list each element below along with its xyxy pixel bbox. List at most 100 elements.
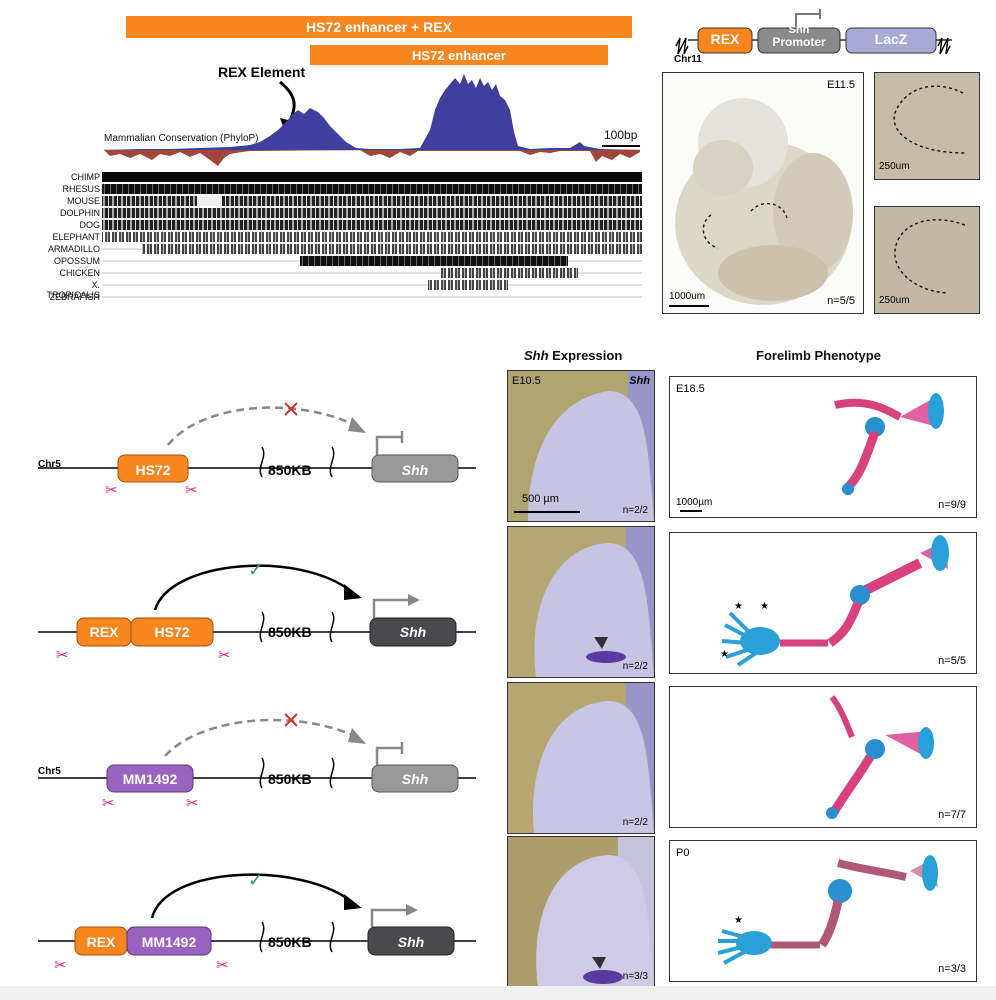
svg-text:✂: ✂ [56, 647, 69, 664]
construct-promoter-box [757, 27, 841, 54]
limb4-stage: P0 [676, 847, 690, 859]
expr1-stage: E10.5 [512, 375, 541, 387]
construct-promoter-label-2: Promoter [772, 35, 826, 49]
embryo-inset-1: 250um [874, 72, 980, 180]
row1-chr: Chr5 [38, 459, 61, 470]
row2-rex: REX [89, 624, 119, 640]
embryo-count: n=5/5 [827, 295, 855, 307]
limb1-scale: 1000µm [676, 497, 713, 508]
embryo-inset-2: 250um [874, 206, 980, 314]
svg-text:★: ★ [720, 649, 729, 660]
bar-hs72-label: HS72 enhancer [412, 47, 506, 63]
forelimb-header: Forelimb Phenotype [756, 348, 881, 363]
limb-panel-1: E18.5 1000µm n=9/9 [669, 376, 977, 518]
svg-text:✂: ✂ [218, 647, 231, 664]
species-label: MOUSE [66, 196, 100, 206]
expr3-n: n=2/2 [622, 817, 648, 828]
alignment-block: CHIMP RHESUS MOUSE DOLPHIN DOG ELEPHANT … [0, 168, 650, 318]
expression-photo-3: n=2/2 [507, 682, 655, 834]
conservation-blue-area [104, 74, 640, 150]
embryo-scalebar [669, 305, 709, 307]
inset-2-scale: 250um [879, 295, 910, 306]
svg-text:✂: ✂ [54, 957, 67, 974]
svg-text:★: ★ [760, 601, 769, 612]
species-label: ZEBRAFISH [49, 292, 100, 302]
construct-diagram [675, 9, 952, 55]
construct-lacz-box [845, 27, 937, 54]
row3-chr: Chr5 [38, 766, 61, 777]
bottom-strip [0, 986, 996, 1000]
svg-text:★: ★ [734, 915, 743, 926]
inset-1-scale: 250um [879, 161, 910, 172]
scale-100bp-bar [602, 145, 640, 147]
conservation-label: Mammalian Conservation (PhyloP) [104, 133, 259, 144]
species-label: CHIMP [71, 172, 100, 182]
row4-distance: 850KB [268, 934, 312, 950]
construct-chr-label: Chr11 [674, 54, 702, 65]
limb4-n: n=3/3 [938, 963, 966, 975]
species-label: ARMADILLO [47, 244, 100, 254]
expr1-scale: 500 µm [522, 493, 559, 505]
row4-rex: REX [86, 934, 116, 950]
limb1-scalebar [680, 510, 702, 512]
svg-text:✂: ✂ [216, 957, 229, 974]
shh-header-italic: Shh [524, 348, 549, 363]
svg-text:★: ★ [734, 601, 743, 612]
construct-lacz-label: LacZ [874, 31, 908, 47]
alignment-tracks [102, 172, 642, 298]
species-label: OPOSSUM [53, 256, 100, 266]
row4-gene: Shh [397, 934, 425, 950]
row4-enhancer: MM1492 [141, 934, 197, 950]
bar-hs72: HS72 enhancer [310, 45, 608, 65]
svg-text:✂: ✂ [105, 482, 118, 499]
construct-promoter-label-1: Shh [788, 24, 810, 36]
shh-header-suffix: Expression [548, 348, 623, 363]
limb-panel-2: ★ ★ ★ n=5/5 [669, 532, 977, 674]
shh-expression-header: Shh Expression [524, 348, 622, 363]
conservation-red-area [104, 150, 640, 166]
svg-text:✂: ✂ [186, 795, 199, 812]
limb1-stage: E18.5 [676, 383, 705, 395]
row1-enhancer: HS72 [135, 462, 171, 478]
species-label: RHESUS [62, 184, 100, 194]
expr4-n: n=3/3 [622, 971, 648, 982]
rex-element-label: REX Element [218, 64, 306, 80]
limb1-n: n=9/9 [938, 499, 966, 511]
row1-diagram: ✂ ✂ [38, 402, 476, 499]
row4-diagram: ✓ ✂ ✂ [38, 870, 476, 974]
species-label: DOG [79, 220, 100, 230]
row2-distance: 850KB [268, 624, 312, 640]
expr1-shh-tag: Shh [629, 375, 650, 387]
expr1-scalebar [514, 511, 580, 513]
species-label: DOLPHIN [59, 208, 100, 218]
embryo-scale: 1000um [669, 291, 706, 302]
row2-diagram: ✓ ✂ ✂ [38, 560, 476, 664]
limb2-n: n=5/5 [938, 655, 966, 667]
construct-rex-label: REX [710, 31, 740, 47]
expression-photo-1: E10.5 Shh 500 µm n=2/2 [507, 370, 655, 522]
svg-text:✓: ✓ [248, 870, 263, 890]
embryo-stage: E11.5 [827, 79, 855, 91]
promoter-arrow [795, 13, 820, 28]
limb-panel-3: n=7/7 [669, 686, 977, 828]
row1-gene: Shh [401, 462, 429, 478]
bar-hs72-rex: HS72 enhancer + REX [126, 16, 632, 38]
limb3-n: n=7/7 [938, 809, 966, 821]
expr1-n: n=2/2 [622, 505, 648, 516]
expression-photo-2: n=2/2 [507, 526, 655, 678]
construct-rex-box [697, 27, 753, 54]
bar-hs72-rex-label: HS72 enhancer + REX [306, 19, 452, 35]
row2-enhancer: HS72 [154, 624, 190, 640]
species-label: CHICKEN [59, 268, 100, 278]
svg-text:✂: ✂ [102, 795, 115, 812]
row3-diagram: ✂ ✂ [38, 713, 476, 812]
row3-enhancer: MM1492 [122, 771, 178, 787]
svg-text:✂: ✂ [185, 482, 198, 499]
expression-photo-4: n=3/3 [507, 836, 655, 988]
conservation-track [104, 74, 640, 166]
row2-gene: Shh [399, 624, 427, 640]
species-label: X. TROPICALIS [46, 280, 100, 300]
svg-text:✓: ✓ [248, 560, 263, 580]
embryo-photo: E11.5 1000um n=5/5 [662, 72, 864, 314]
expr2-n: n=2/2 [622, 661, 648, 672]
